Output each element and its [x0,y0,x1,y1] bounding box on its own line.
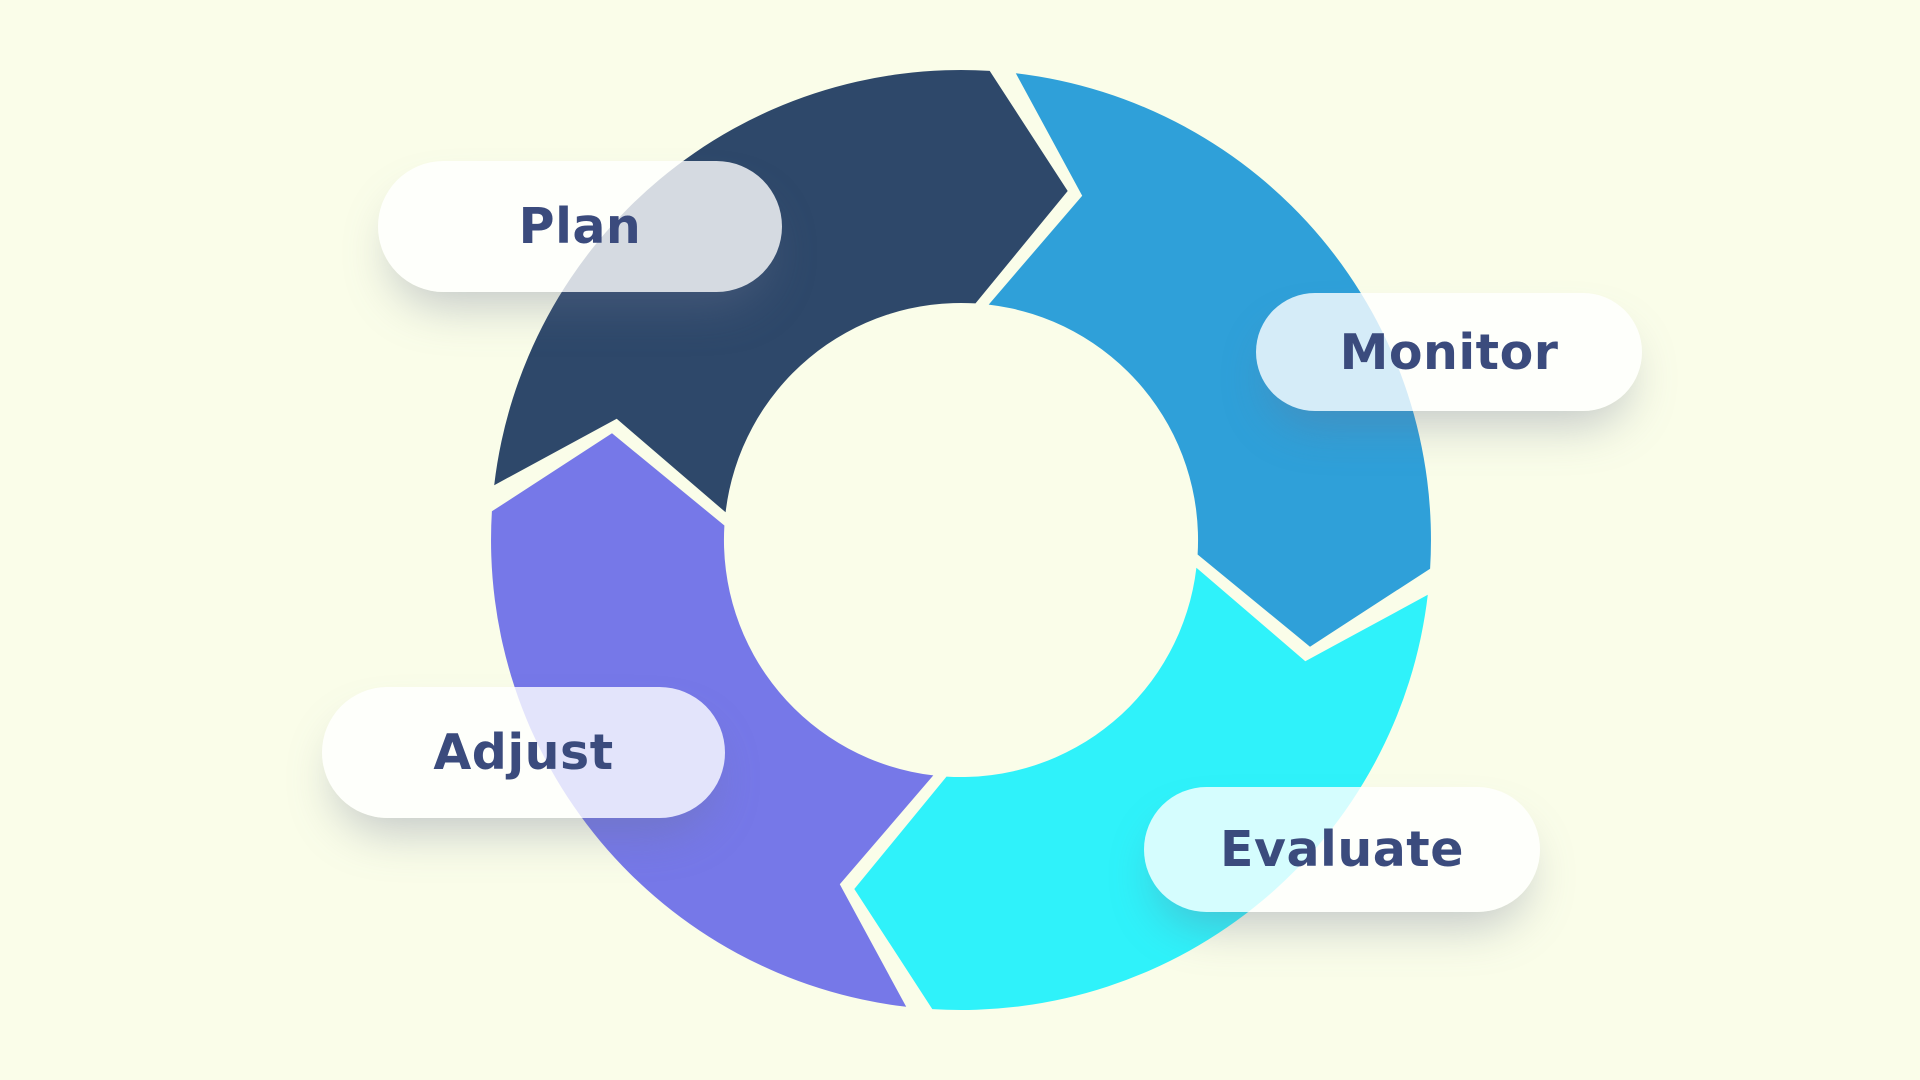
label-pill-evaluate: Evaluate [1144,787,1540,912]
label-pill-plan: Plan [378,161,782,292]
label-text-plan: Plan [518,198,642,255]
label-text-adjust: Adjust [433,724,614,781]
label-text-monitor: Monitor [1339,323,1559,381]
label-pill-adjust: Adjust [322,687,725,818]
label-text-evaluate: Evaluate [1220,821,1464,878]
label-pill-monitor: Monitor [1256,293,1642,411]
